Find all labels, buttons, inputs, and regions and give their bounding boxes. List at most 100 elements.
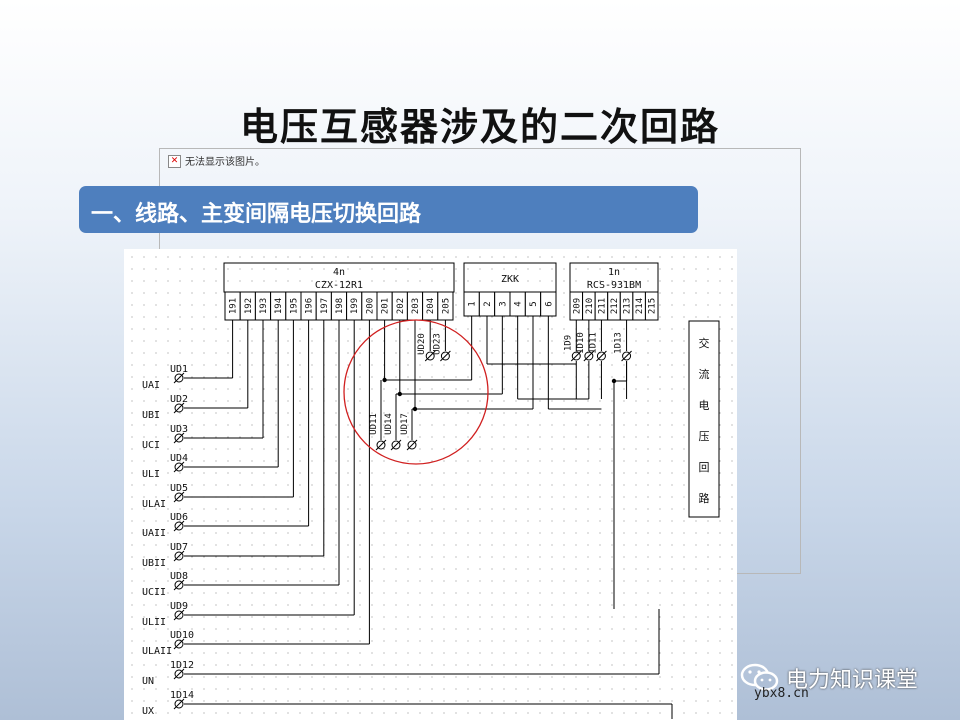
grid-dot [383,436,385,438]
grid-dot [203,436,205,438]
grid-dot [527,436,529,438]
grid-dot [599,520,601,522]
grid-dot [359,352,361,354]
grid-dot [527,256,529,258]
grid-dot [131,400,133,402]
grid-dot [347,376,349,378]
grid-dot [203,256,205,258]
grid-dot [407,364,409,366]
grid-dot [287,532,289,534]
grid-dot [515,520,517,522]
grid-dot [335,640,337,642]
grid-dot [515,508,517,510]
grid-dot [611,400,613,402]
grid-dot [491,544,493,546]
grid-dot [527,592,529,594]
grid-dot [131,364,133,366]
grid-dot [707,556,709,558]
terminal-label: 204 [426,298,436,314]
grid-dot [359,472,361,474]
grid-dot [551,412,553,414]
grid-dot [323,700,325,702]
grid-dot [539,580,541,582]
grid-dot [419,520,421,522]
grid-dot [623,676,625,678]
grid-dot [455,700,457,702]
grid-dot [635,496,637,498]
grid-dot [635,268,637,270]
grid-dot [359,568,361,570]
grid-dot [599,256,601,258]
grid-dot [443,700,445,702]
grid-dot [179,628,181,630]
grid-dot [455,568,457,570]
grid-dot [611,388,613,390]
grid-dot [683,604,685,606]
grid-dot [203,364,205,366]
grid-dot [611,664,613,666]
grid-dot [551,460,553,462]
grid-dot [623,604,625,606]
grid-dot [383,280,385,282]
grid-dot [563,280,565,282]
grid-dot [527,268,529,270]
junction-dot [382,377,387,383]
grid-dot [563,628,565,630]
grid-dot [527,664,529,666]
terminal-number: UD3 [170,424,188,435]
grid-dot [551,400,553,402]
grid-dot [131,652,133,654]
grid-dot [563,700,565,702]
grid-dot [539,700,541,702]
grid-dot [515,652,517,654]
grid-dot [215,712,217,714]
grid-dot [539,532,541,534]
terminal-symbol [376,440,386,450]
broken-image-text: 无法显示该图片。 [185,157,265,168]
grid-dot [599,592,601,594]
grid-dot [311,256,313,258]
terminal-label: 193 [259,298,269,314]
grid-dot [587,700,589,702]
grid-dot [587,628,589,630]
ac-voltage-circuit-char: 回 [699,461,710,474]
grid-dot [647,376,649,378]
grid-dot [299,460,301,462]
grid-dot [443,400,445,402]
grid-dot [515,472,517,474]
grid-dot [671,556,673,558]
grid-dot [275,592,277,594]
grid-dot [491,280,493,282]
grid-dot [155,652,157,654]
grid-dot [539,556,541,558]
grid-dot [275,256,277,258]
grid-dot [671,292,673,294]
grid-dot [287,448,289,450]
grid-dot [371,412,373,414]
grid-dot [287,412,289,414]
grid-dot [707,664,709,666]
grid-dot [227,700,229,702]
grid-dot [395,556,397,558]
grid-dot [167,400,169,402]
grid-dot [539,520,541,522]
grid-dot [299,568,301,570]
grid-dot [515,628,517,630]
grid-dot [335,400,337,402]
grid-dot [155,688,157,690]
grid-dot [611,352,613,354]
grid-dot [299,592,301,594]
grid-dot [683,616,685,618]
grid-dot [527,652,529,654]
grid-dot [167,304,169,306]
grid-dot [647,652,649,654]
grid-dot [731,568,733,570]
grid-dot [251,544,253,546]
grid-dot [275,280,277,282]
grid-dot [467,472,469,474]
grid-dot [299,436,301,438]
grid-dot [647,400,649,402]
grid-dot [431,700,433,702]
grid-dot [419,604,421,606]
grid-dot [587,676,589,678]
